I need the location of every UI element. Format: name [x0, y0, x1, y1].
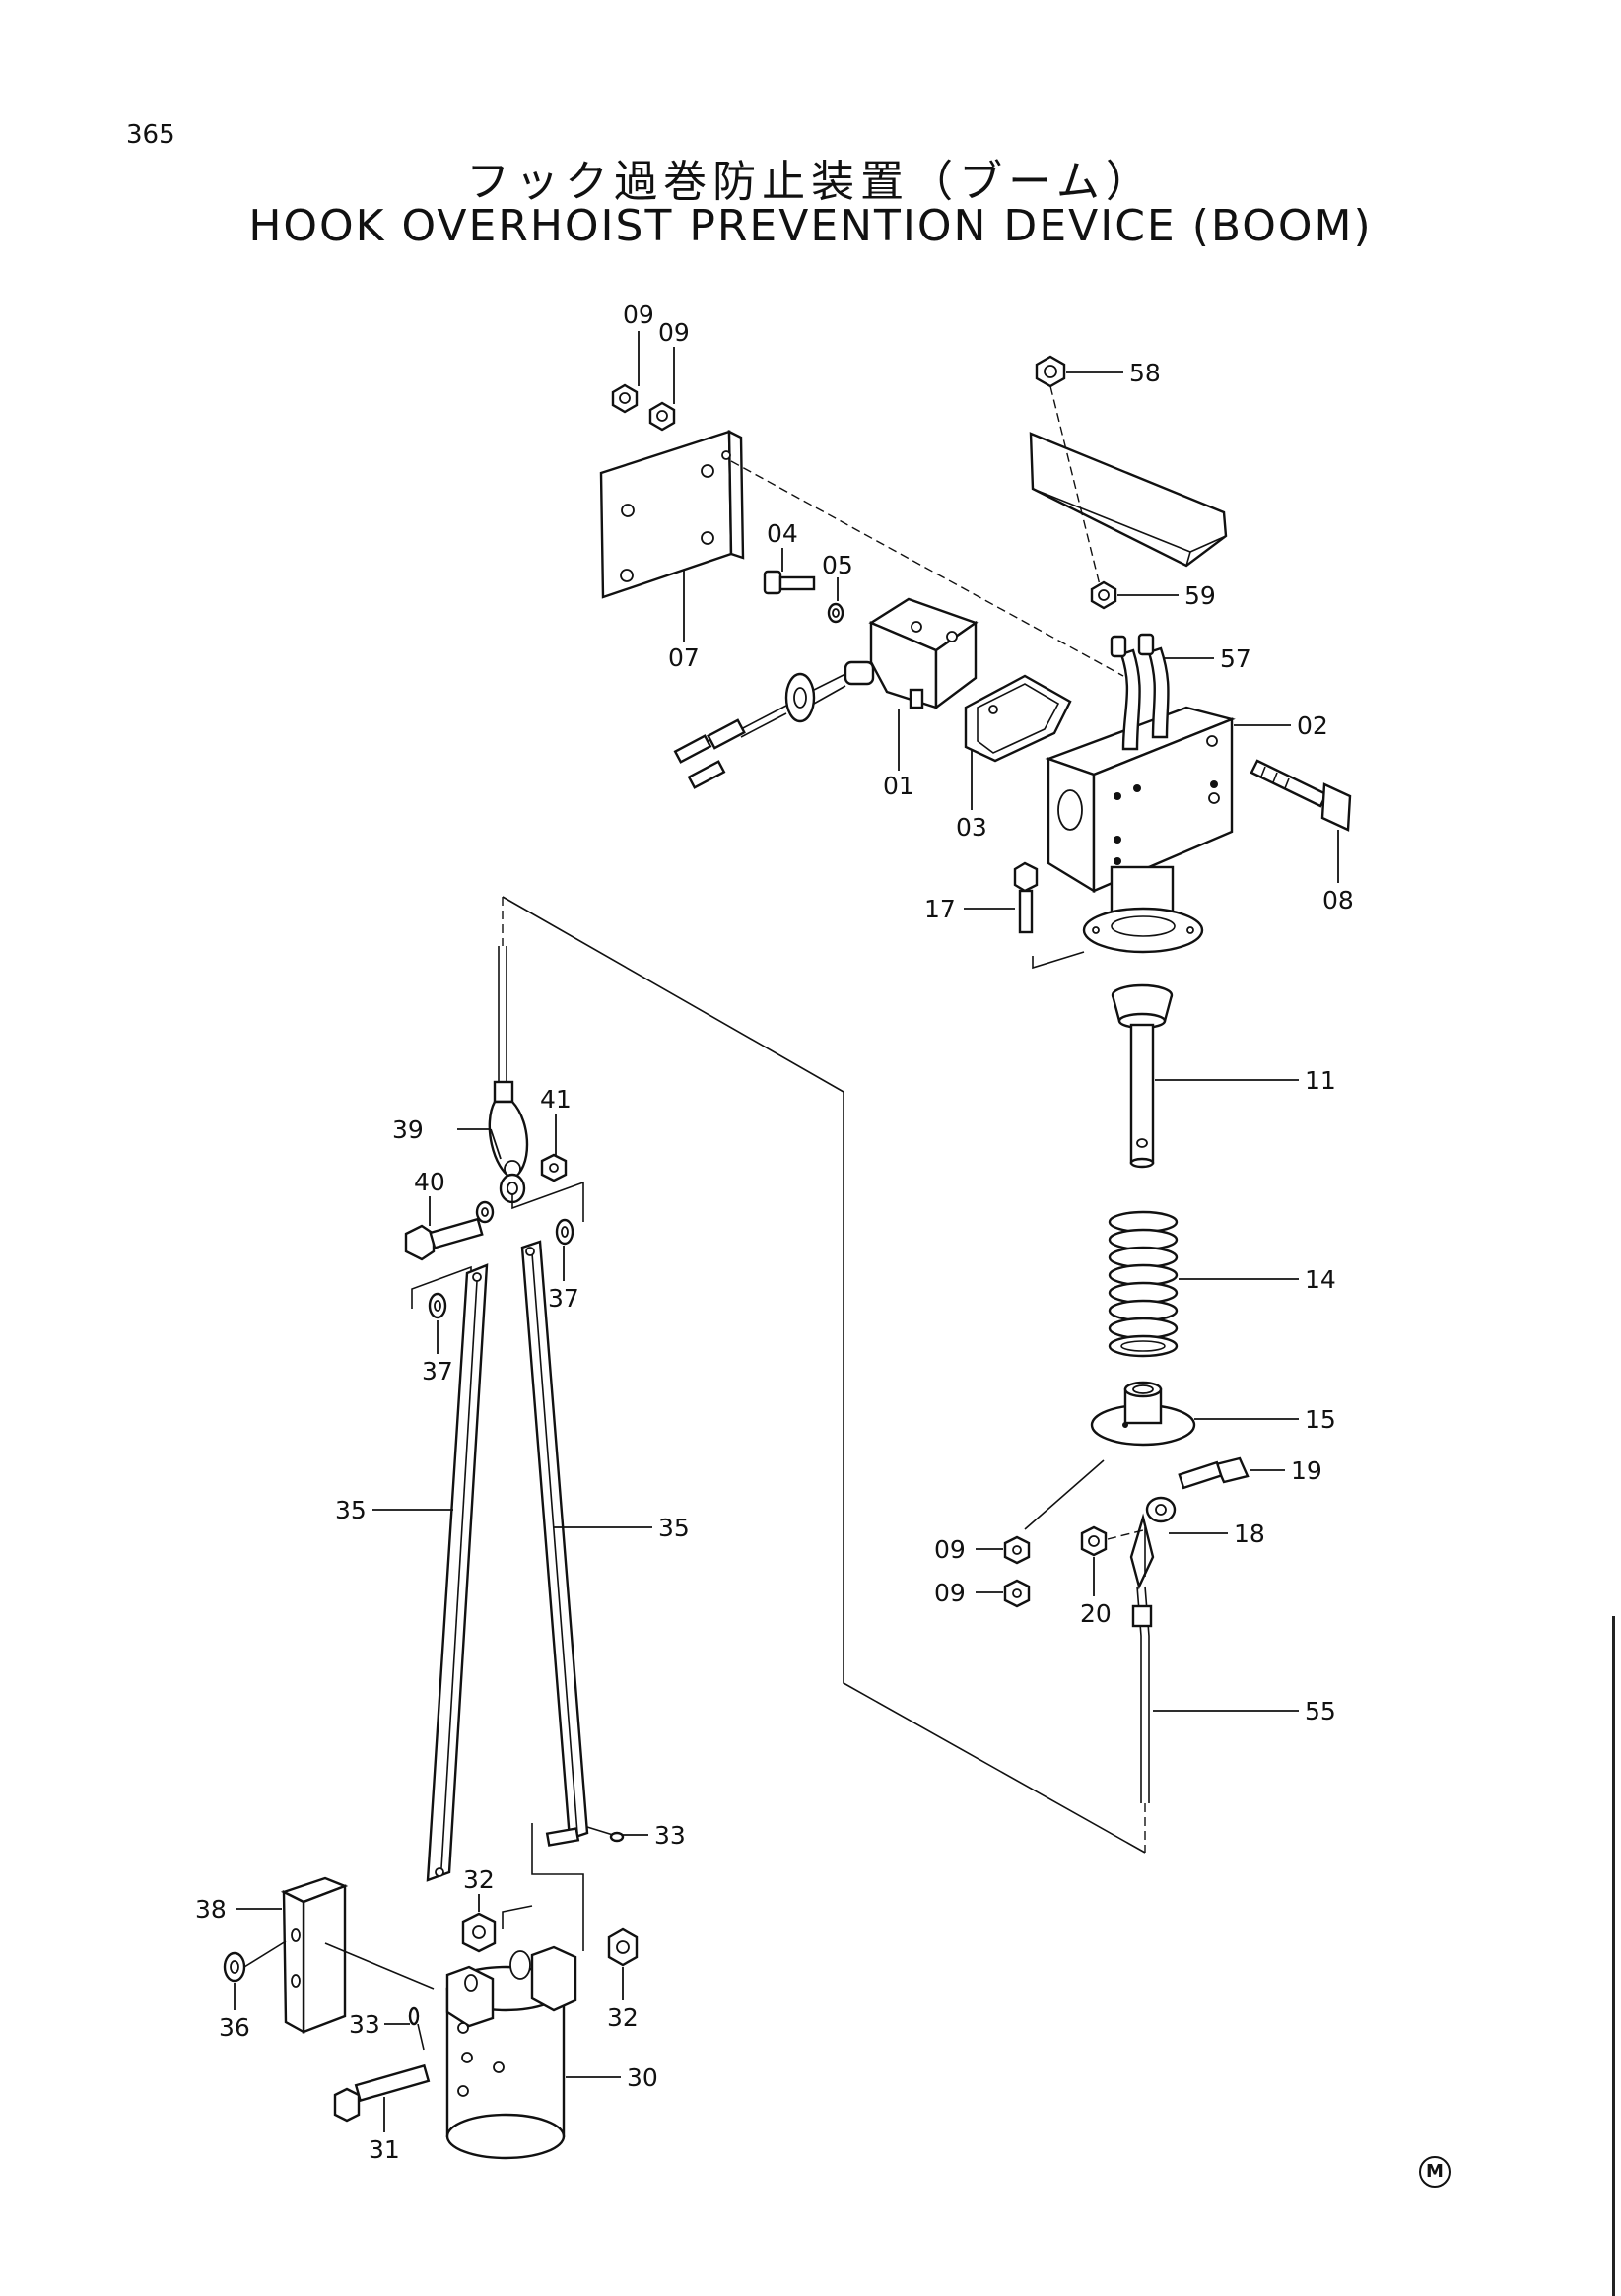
callout-57: 57 [1220, 644, 1251, 673]
callout-32: 32 [607, 2003, 639, 2032]
page-number: 365 [126, 120, 175, 150]
callout-37: 37 [422, 1357, 453, 1385]
callout-08: 08 [1322, 886, 1354, 914]
callout-55: 55 [1305, 1697, 1336, 1725]
callout-41: 41 [540, 1085, 572, 1114]
wire-upper [493, 946, 514, 1104]
callout-33: 33 [654, 1821, 686, 1850]
callout-58: 58 [1129, 359, 1161, 387]
part-30-weight-cylinder [445, 1945, 577, 2160]
part-36-washer [223, 1951, 246, 1983]
part-37-washer-right [555, 1218, 574, 1246]
part-20-nut [1080, 1525, 1108, 1557]
callout-38: 38 [195, 1895, 227, 1924]
housing-tube [1082, 865, 1204, 954]
callout-17: 17 [924, 895, 956, 923]
part-31-bolt [333, 2063, 431, 2123]
callout-05: 05 [822, 551, 853, 579]
callout-36: 36 [219, 2013, 250, 2042]
page-title-japanese: フック過巻防止装置（ブーム） [466, 157, 1155, 207]
callout-35: 35 [335, 1496, 367, 1524]
callout-02: 02 [1297, 711, 1328, 740]
part-33-pin-lower [408, 2006, 425, 2051]
part-09-lower-nuts [1003, 1535, 1031, 1608]
part-08-bolt [1250, 759, 1352, 832]
part-03-gasket [964, 674, 1072, 763]
callout-35: 35 [658, 1514, 690, 1542]
callout-09: 09 [623, 301, 654, 329]
callout-19: 19 [1291, 1456, 1322, 1485]
part-35-link-left [426, 1263, 489, 1882]
callout-04: 04 [767, 519, 798, 548]
callout-31: 31 [369, 2135, 400, 2164]
callout-07: 07 [668, 643, 700, 672]
callout-14: 14 [1305, 1265, 1336, 1294]
part-14-spring [1108, 1210, 1179, 1358]
part-37-washer-left [428, 1292, 447, 1319]
part-32-castle-nut-right [607, 1927, 639, 1967]
callout-09: 09 [934, 1579, 966, 1607]
part-07-bracket-plate [599, 430, 745, 599]
part-09-nut-pair [611, 383, 676, 432]
part-15-spring-seat [1090, 1381, 1196, 1447]
callout-39: 39 [392, 1115, 424, 1144]
callout-09: 09 [934, 1535, 966, 1564]
part-01-limit-switch [673, 597, 979, 789]
part-04-bolt [763, 570, 816, 595]
callout-03: 03 [956, 813, 987, 842]
part-33-pin-upper [586, 1826, 625, 1843]
callout-30: 30 [627, 2063, 658, 2092]
page-title-english: HOOK OVERHOIST PREVENTION DEVICE (BOOM) [248, 201, 1373, 251]
shield-plate [1029, 432, 1228, 568]
part-02-mounting-block [1045, 633, 1236, 894]
callout-33: 33 [349, 2010, 380, 2039]
manufacturer-mark: M [1419, 2156, 1451, 2188]
callout-20: 20 [1080, 1599, 1112, 1628]
part-41-nut [540, 1153, 568, 1182]
callout-18: 18 [1234, 1519, 1265, 1548]
callout-15: 15 [1305, 1405, 1336, 1434]
part-18-clevis [1129, 1496, 1177, 1590]
part-11-rod [1111, 983, 1174, 1169]
part-55-wire [1131, 1586, 1153, 1803]
callout-32: 32 [463, 1865, 495, 1894]
callout-37: 37 [548, 1284, 579, 1313]
part-38-weight-block [280, 1876, 349, 2035]
part-59-nut [1090, 580, 1117, 610]
callout-40: 40 [414, 1168, 445, 1196]
callout-09: 09 [658, 318, 690, 347]
part-19-bolt [1178, 1456, 1250, 1490]
part-40-bolt [404, 1217, 484, 1261]
callout-59: 59 [1184, 581, 1216, 610]
callout-labels: 09 09 58 04 05 59 57 02 07 01 03 08 17 1… [195, 301, 1354, 2164]
page-edge-line [1612, 1616, 1615, 2296]
callout-01: 01 [883, 772, 914, 800]
part-05-washer [827, 602, 844, 624]
leader-lines [234, 331, 1339, 2132]
callout-11: 11 [1305, 1066, 1336, 1095]
part-58-nut [1035, 355, 1066, 388]
part-32-castle-nut-left [461, 1912, 497, 1953]
part-35-link-right [520, 1240, 589, 1847]
part-17-bolt [1013, 861, 1039, 934]
